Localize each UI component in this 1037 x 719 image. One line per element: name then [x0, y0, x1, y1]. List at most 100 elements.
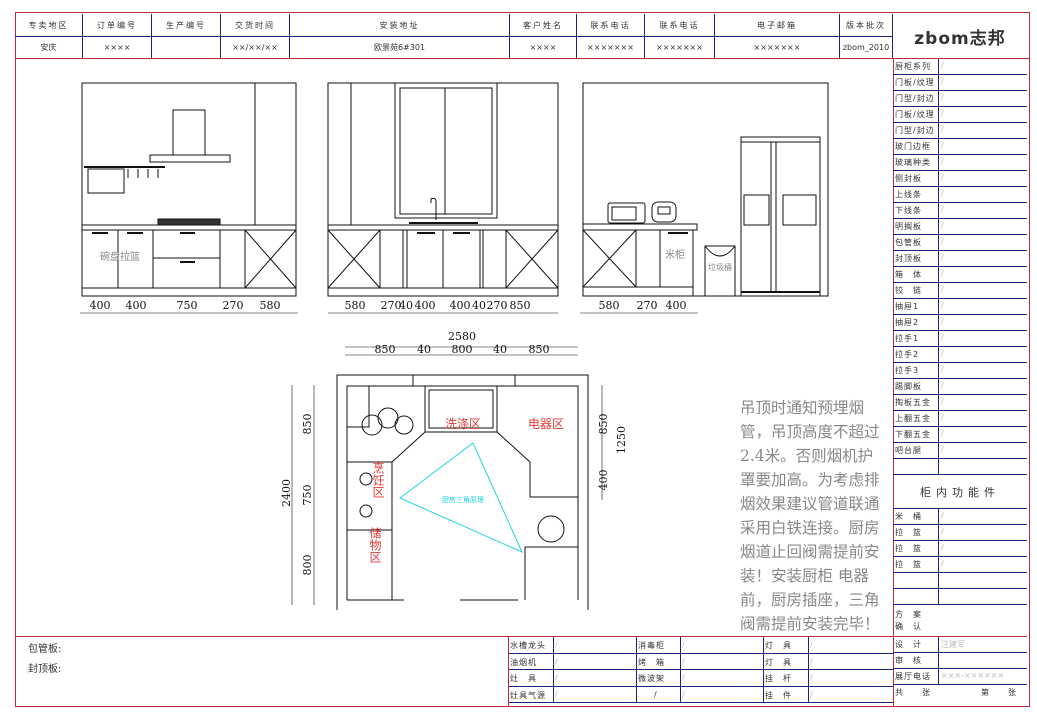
spec-value: /: [941, 269, 944, 278]
spec-label: 铰 链: [895, 286, 922, 295]
spec-value: /: [941, 285, 944, 294]
dim-label: 580: [260, 299, 281, 312]
row-divider: [938, 669, 939, 685]
spec-value: /: [941, 189, 944, 198]
spec-row: 门板/纹理/: [893, 107, 1027, 123]
faucet-icon: [409, 197, 478, 224]
spec-label: 吧台腿: [895, 446, 922, 455]
spec-value: /: [941, 333, 944, 342]
column-divider: [553, 686, 554, 703]
spec-label: 拉手3: [895, 366, 920, 375]
column-divider: [680, 637, 681, 654]
header-value: 安庆: [15, 36, 83, 58]
spec-row: [893, 573, 1027, 589]
spec-value: /: [941, 77, 944, 86]
sheet-total: 共 张: [895, 688, 931, 697]
spec-label: 拉 篮: [895, 544, 922, 553]
spec-row: 踢脚板/: [893, 379, 1027, 395]
dim-label: 2400: [280, 479, 293, 507]
header-value: ××××: [83, 36, 152, 58]
dim-label: 270: [381, 299, 402, 312]
spec-label: 拉 篮: [895, 560, 922, 569]
sheet-frame: [15, 12, 1030, 707]
spec-label: 上翻五金: [895, 414, 931, 423]
header-column-label: 客户姓名: [510, 14, 577, 36]
spec-label: 拉手2: [895, 350, 920, 359]
spec-value: /: [941, 237, 944, 246]
spec-label: 米 桶: [895, 512, 922, 521]
header-column-label: 订单编号: [83, 14, 152, 36]
dim-label: 400: [597, 470, 610, 491]
header-divider: [15, 36, 893, 37]
zone-appliance: 电器区: [528, 417, 564, 431]
range-hood-icon: [149, 109, 231, 163]
spec-row: [893, 459, 1027, 475]
spec-row: 拉手3/: [893, 363, 1027, 379]
dim-label: 580: [345, 299, 366, 312]
row-divider: [938, 509, 939, 525]
zone-storage: 储物区: [368, 526, 382, 563]
spec-label: 下线条: [895, 206, 922, 215]
dim-label: 400: [90, 299, 111, 312]
spec-value: /: [941, 559, 944, 568]
header-column-label: 电子邮箱: [715, 14, 840, 36]
spec-row: 抽屉2/: [893, 315, 1027, 331]
row-divider: [938, 637, 939, 653]
fixture-value: /: [682, 656, 685, 666]
header-value: ××/××/××: [221, 36, 290, 58]
row-divider: [938, 589, 939, 605]
spec-row: 明搁板/: [893, 219, 1027, 235]
refrigerator-icon: [740, 136, 821, 297]
row-divider: [938, 379, 939, 395]
dim-label: 2580: [448, 330, 476, 343]
row-divider: [938, 267, 939, 283]
spec-label: 门型/封边: [895, 126, 935, 135]
spec-row: 展厅电话×××-××××××: [893, 669, 1027, 685]
rice-cabinet-label: 米柜: [665, 248, 685, 261]
cooktop-icon: [157, 218, 221, 226]
spec-label: 包管板: [895, 238, 922, 247]
header-column-label: 联系电话: [645, 14, 715, 36]
column-divider: [636, 637, 637, 654]
row-divider: [938, 653, 939, 669]
dim-label: 1250: [615, 426, 628, 454]
spec-row: 拉 篮 /: [893, 557, 1027, 573]
spec-label: 箱 体: [895, 270, 922, 279]
triangle-label: 厨房三角原理: [442, 495, 484, 504]
row-divider: [938, 91, 939, 107]
fixture-value: /: [810, 673, 813, 682]
fixture-value: /: [682, 673, 685, 682]
header-column-label: 版本批次: [840, 14, 893, 36]
column-divider: [680, 653, 681, 670]
spec-value: /: [941, 381, 944, 390]
row-divider: [938, 251, 939, 267]
row-divider: [938, 395, 939, 411]
dim-label: 40: [472, 299, 486, 312]
dim-label: 850: [510, 299, 531, 312]
spec-label: 侧封板: [895, 174, 922, 183]
spec-row: 玻璃种类/: [893, 155, 1027, 171]
spec-row: [893, 589, 1027, 605]
header-value: ×××××××: [715, 36, 840, 58]
row-divider: [938, 107, 939, 123]
spec-row: 玻门边框/: [893, 139, 1027, 155]
dim-label: 400: [126, 299, 147, 312]
fixture-value: /: [682, 689, 685, 699]
fixture-value: /: [555, 656, 558, 666]
fixture-row: 油烟机/烤 箱/灯 具/: [508, 653, 893, 670]
dim-label: 850: [597, 414, 610, 435]
spec-value: /: [941, 527, 944, 536]
column-divider: [636, 653, 637, 670]
fixture-label: 灯 具: [765, 657, 792, 667]
floor-plan: [291, 346, 603, 610]
spec-row: 米 桶/: [893, 509, 1027, 525]
fixture-label: 灶 具: [510, 674, 537, 683]
fixture-label: 挂 件: [765, 690, 792, 700]
spec-label: 玻璃种类: [895, 158, 931, 167]
spec-row: 门板/纹理/: [893, 75, 1027, 91]
microwave-icon: [607, 202, 646, 224]
spec-row: 门型/封边/: [893, 91, 1027, 107]
spec-value: /: [941, 93, 944, 102]
spec-row: 厨柜系列/: [893, 59, 1027, 75]
